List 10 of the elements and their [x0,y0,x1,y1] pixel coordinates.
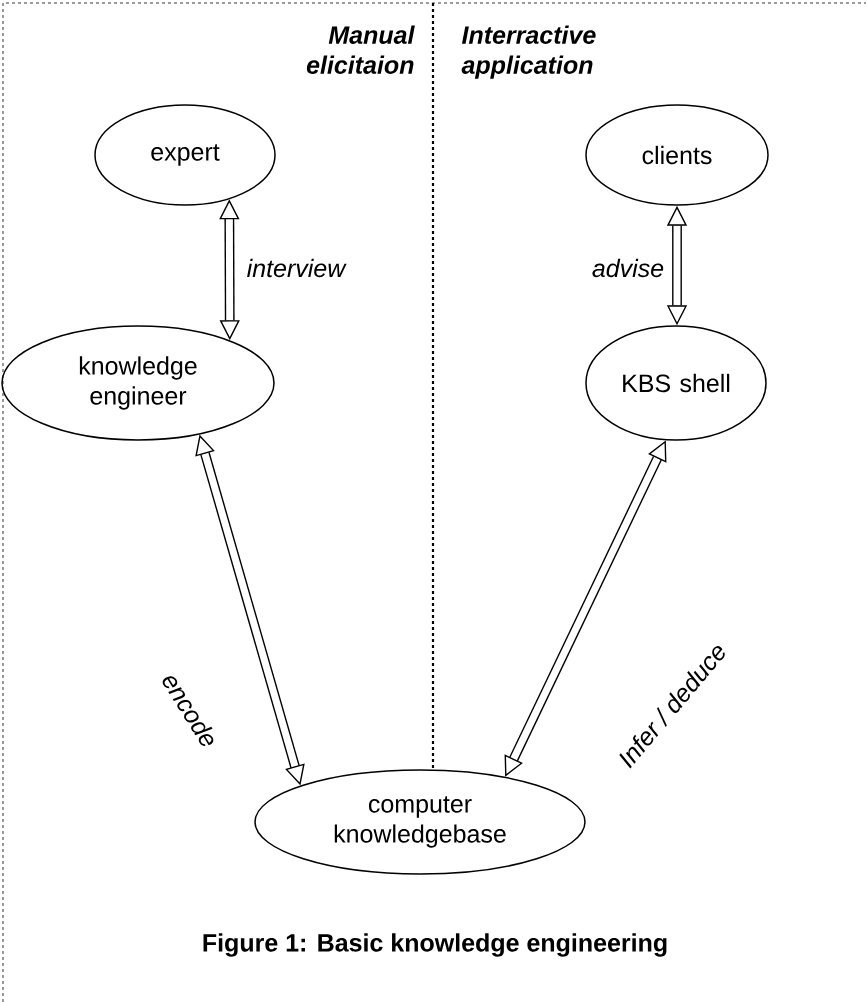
ellipse-node: clients [585,104,769,206]
ellipse-node: computer knowledgebase [254,769,586,875]
ellipse-node: expert [94,104,276,206]
ellipse-node: KBS shell [585,325,767,441]
ellipse-node: knowledge engineer [1,325,275,441]
edge-label: interview [247,258,347,278]
figure-caption: Figure 1: Basic knowledge engineering [203,933,667,957]
column-heading: Manual elicitaion [306,25,415,74]
edge-label: advise [592,258,664,278]
column-heading: Interractive application [461,25,596,79]
